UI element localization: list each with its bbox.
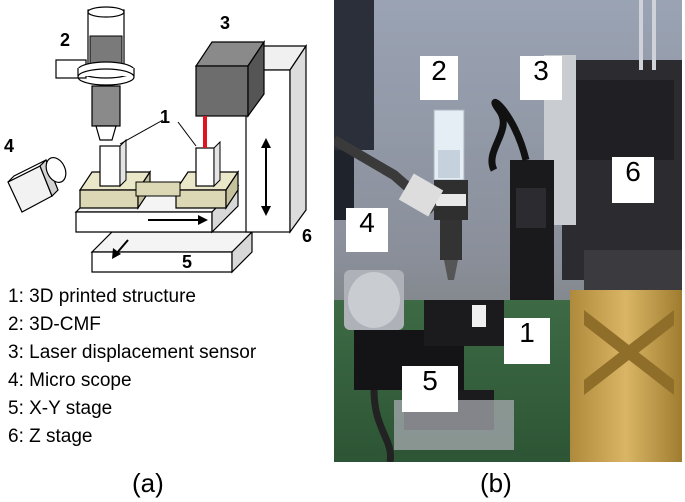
legend-item: 6: Z stage bbox=[8, 426, 93, 447]
legend-item: 3: Laser displacement sensor bbox=[8, 342, 257, 363]
legend-item: 1: 3D printed structure bbox=[8, 286, 196, 307]
z-direction-arrow bbox=[261, 138, 271, 216]
printed-structure bbox=[99, 138, 221, 188]
y-direction-arrow bbox=[112, 239, 129, 259]
photo-label-2: 2 bbox=[420, 56, 458, 100]
microscope bbox=[7, 157, 67, 213]
caption-b: (b) bbox=[480, 468, 512, 498]
x-direction-arrow bbox=[148, 215, 208, 225]
caption-a: (a) bbox=[132, 468, 164, 498]
laser-sensor bbox=[194, 40, 266, 118]
cmf-syringe bbox=[55, 6, 135, 141]
diagram-label-2: 2 bbox=[60, 30, 71, 50]
setup-schematic bbox=[7, 6, 308, 274]
legend-item: 2: 3D-CMF bbox=[8, 314, 101, 335]
setup-photo bbox=[334, 0, 682, 462]
diagram-label-3: 3 bbox=[220, 13, 231, 33]
photo-label-3: 3 bbox=[520, 56, 562, 100]
legend-item: 4: Micro scope bbox=[8, 370, 132, 391]
diagram-label-5: 5 bbox=[182, 252, 193, 272]
photo-label-1: 1 bbox=[504, 318, 550, 364]
diagram-label-6: 6 bbox=[302, 226, 313, 246]
xy-stage-lower bbox=[90, 230, 254, 274]
photo-label-5: 5 bbox=[402, 366, 458, 412]
diagram-label-1: 1 bbox=[160, 107, 171, 127]
photo-label-6: 6 bbox=[612, 157, 654, 203]
legend-item: 5: X-Y stage bbox=[8, 398, 113, 419]
diagram-label-4: 4 bbox=[4, 136, 15, 156]
photo-label-4: 4 bbox=[346, 208, 388, 252]
